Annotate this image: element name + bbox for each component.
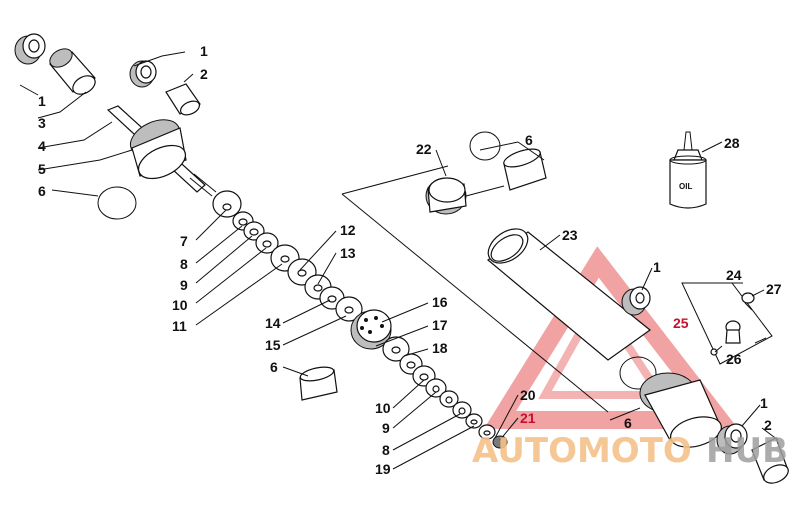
cap-22	[425, 177, 467, 215]
callout-13: 13	[340, 245, 356, 261]
callout-labels: 1 2 1 3 4 5 6 7 8 9 10 11 12 13 14 15 16…	[38, 43, 782, 477]
callout-20: 20	[520, 387, 536, 403]
callout-1a: 1	[200, 43, 208, 59]
oil-bottle	[669, 131, 707, 209]
callout-14: 14	[265, 315, 281, 331]
watermark-word-automoto: AUTOMOTO	[472, 431, 692, 471]
callout-9b: 9	[382, 420, 390, 436]
callout-22: 22	[416, 141, 432, 157]
callout-2a: 2	[200, 66, 208, 82]
sleeve-top-right	[165, 83, 201, 116]
callout-11: 11	[172, 318, 187, 334]
callout-23: 23	[562, 227, 578, 243]
callout-12: 12	[340, 222, 356, 238]
callout-28: 28	[724, 135, 740, 151]
watermark-word-hub: HUB	[706, 431, 788, 471]
callout-8b: 8	[382, 442, 390, 458]
washer-stack-upper	[212, 190, 363, 322]
sleeve-top-left	[49, 48, 96, 95]
reservoir-body	[639, 372, 722, 448]
callout-26: 26	[726, 351, 742, 367]
callout-6c: 6	[624, 415, 632, 431]
callout-6d: 6	[525, 132, 533, 148]
oil-label: OIL	[679, 182, 692, 191]
callout-1c: 1	[653, 259, 661, 275]
callout-1b: 1	[38, 93, 46, 109]
bushing-right-bottom	[716, 423, 748, 455]
wear-band-middle	[503, 148, 547, 191]
callout-19: 19	[375, 461, 391, 477]
o-ring-right	[619, 356, 657, 390]
callout-18: 18	[432, 340, 448, 356]
cylinder-tube	[487, 228, 651, 361]
callout-24: 24	[726, 267, 742, 283]
callout-8a: 8	[180, 256, 188, 272]
callout-4: 4	[38, 138, 46, 154]
o-ring-left	[97, 186, 137, 220]
callout-17: 17	[432, 317, 448, 333]
callout-16: 16	[432, 294, 448, 310]
callout-25: 25	[673, 315, 689, 331]
callout-3: 3	[38, 115, 46, 131]
leader-lines	[19, 51, 779, 470]
callout-5: 5	[38, 161, 46, 177]
callout-6b: 6	[270, 359, 278, 375]
callout-6a: 6	[38, 183, 46, 199]
o-ring-middle	[469, 131, 501, 161]
callout-10b: 10	[375, 400, 391, 416]
cylinder-frame	[341, 165, 609, 413]
bushing-top-left	[14, 33, 46, 65]
callout-21: 21	[520, 410, 536, 426]
callout-7: 7	[180, 233, 188, 249]
callout-9a: 9	[180, 277, 188, 293]
wear-band-lower	[299, 366, 338, 401]
shock-eyelet	[129, 119, 187, 180]
washer-stack-lower	[382, 336, 508, 449]
callout-2b: 2	[764, 417, 772, 433]
valve-assembly	[681, 282, 773, 365]
sleeve-right-bottom	[751, 437, 789, 484]
watermark-text: AUTOMOTO HUB	[472, 431, 788, 471]
bushing-top-right	[129, 60, 157, 88]
callout-27: 27	[766, 281, 782, 297]
callout-1d: 1	[760, 395, 768, 411]
callout-15: 15	[265, 337, 281, 353]
bushing-right-top	[621, 286, 651, 316]
callout-10a: 10	[172, 297, 188, 313]
piston	[350, 309, 392, 350]
